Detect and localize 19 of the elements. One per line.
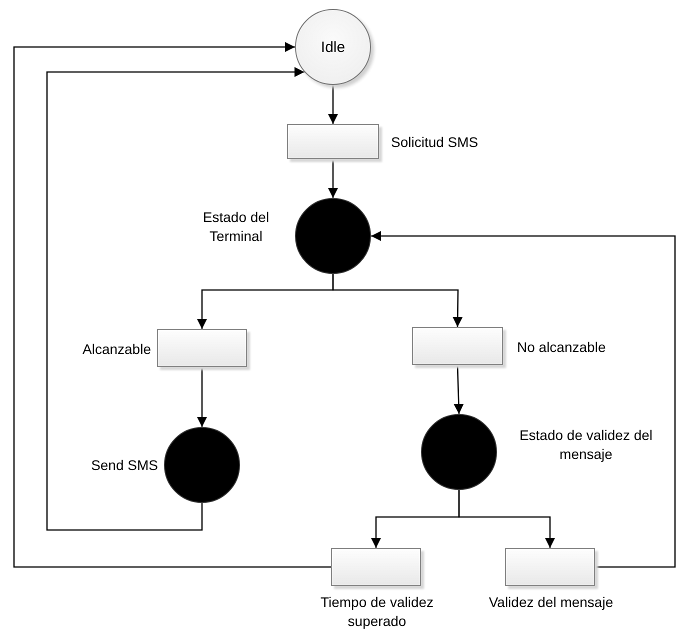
node-caption: Alcanzable [82,340,151,359]
node-caption: Estado de validez del mensaje [518,426,654,464]
arrow [328,85,338,124]
arrow [332,274,463,327]
node-caption: Tiempo de validez superado [319,593,435,631]
arrow [371,231,676,568]
arrow [454,364,464,414]
arrow [13,42,331,568]
arrow [197,367,207,427]
node-caption: Estado del Terminal [202,208,270,246]
node-caption: Solicitud SMS [391,133,480,152]
state-circle [295,9,371,85]
node-caption: Send SMS [90,456,158,475]
node-label: Idle [320,38,346,56]
arrow [458,490,555,548]
node-caption: Validez del mensaje [488,593,614,612]
arrow [46,67,304,531]
arrow [328,159,338,198]
node-caption: No alcanzable [517,338,607,357]
